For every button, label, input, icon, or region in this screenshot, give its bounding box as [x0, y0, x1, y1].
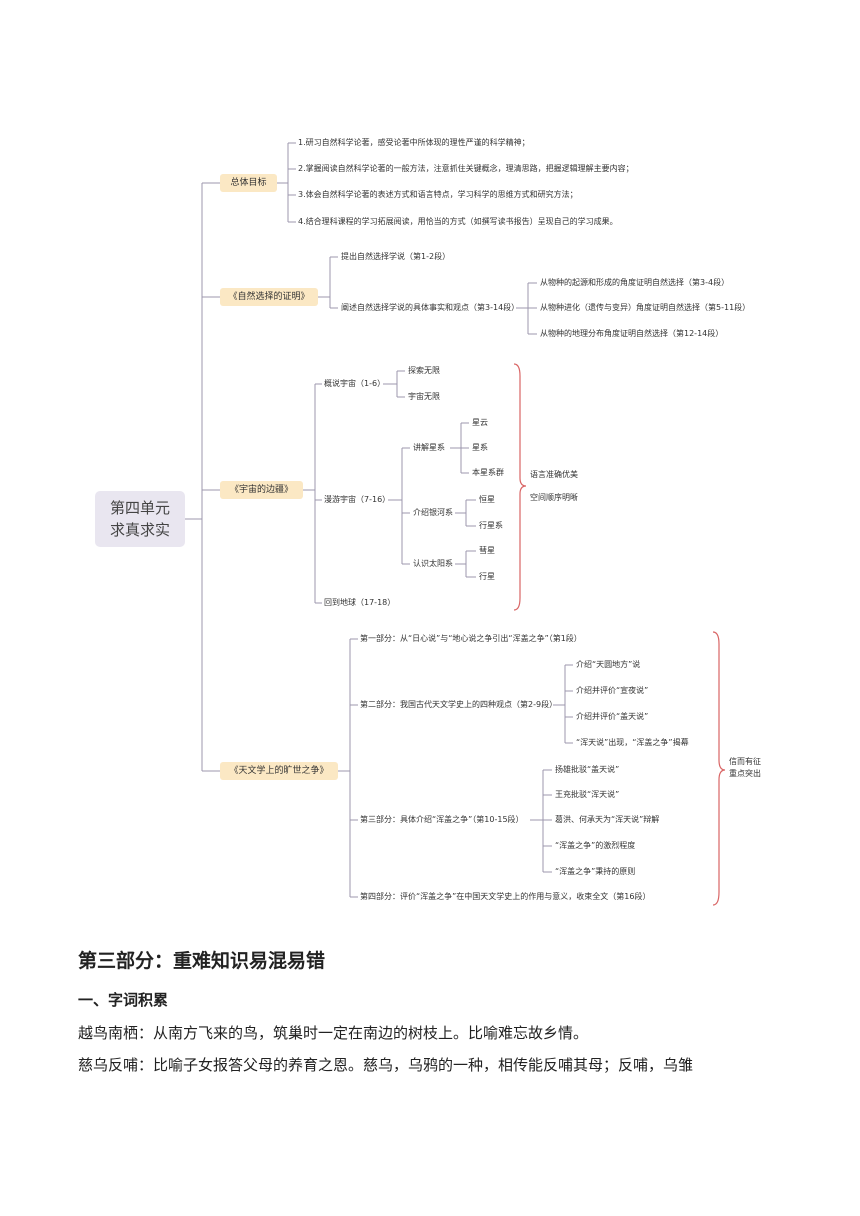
natural-selection-node: 《自然选择的证明》 [220, 288, 318, 306]
goals-node: 总体目标 [220, 174, 277, 192]
natural-b-item: 从物种的起源和形成的角度证明自然选择（第3-4段） [540, 278, 730, 287]
universe-node: 《宇宙的边疆》 [220, 481, 303, 499]
mind-map-braces [513, 363, 726, 906]
universe-g3-item: 彗星 [479, 546, 495, 555]
universe-g1-item: 星云 [472, 418, 488, 427]
astro-s3-item: 扬雄批驳“盖天说” [555, 765, 620, 774]
universe-g2-item: 行星系 [479, 521, 503, 530]
universe-note: 语言准确优美 [530, 470, 578, 479]
goal-item: 3.体会自然科学论著的表述方式和语言特点，学习科学的思维方式和研究方法； [298, 190, 578, 199]
universe-p3: 回到地球（17-18） [324, 598, 396, 607]
astro-brace [712, 631, 726, 906]
root-node: 第四单元 求真求实 [95, 491, 185, 547]
universe-g1-item: 星系 [472, 443, 488, 452]
universe-p1: 概说宇宙（1-6） [324, 379, 386, 388]
universe-p2: 漫游宇宙（7-16） [324, 495, 391, 504]
astro-s3: 第三部分：具体介绍“浑盖之争”（第10-15段） [360, 815, 524, 824]
mind-map: 第四单元 求真求实 总体目标 1.研习自然科学论著，感受论著中所体现的理性严谨的… [95, 138, 761, 906]
astro-s2: 第二部分：我国古代天文学史上的四种观点（第2-9段） [360, 700, 558, 709]
astronomy-node: 《天文学上的旷世之争》 [220, 762, 338, 780]
goal-item: 2.掌握阅读自然科学论著的一般方法，注意抓住关键概念，理清思路，把握逻辑理解主要… [298, 164, 634, 173]
astro-s3-item: “浑盖之争”秉持的原则 [555, 867, 636, 876]
natural-b: 阐述自然选择学说的具体事实和观点（第3-14段） [341, 303, 520, 312]
astro-s3-item: 葛洪、何承天为“浑天说”辩解 [555, 815, 660, 824]
astro-s3-item: “浑盖之争”的激烈程度 [555, 841, 636, 850]
universe-p1-item: 探索无限 [408, 366, 440, 375]
astro-s3-item: 王充批驳“浑天说” [555, 790, 620, 799]
astro-note: 重点突出 [729, 769, 761, 778]
astro-s2-item: 介绍“天圆地方”说 [576, 660, 641, 669]
astro-s2-item: 介绍并评价“盖天说” [576, 712, 649, 721]
universe-g3-item: 行星 [479, 572, 495, 581]
paragraph: 越鸟南栖：从南方飞来的鸟，筑巢时一定在南边的树枝上。比喻难忘故乡情。 [78, 1024, 589, 1042]
natural-a: 提出自然选择学说（第1-2段） [341, 252, 451, 261]
natural-b-item: 从物种进化（遗传与变异）角度证明自然选择（第5-11段） [540, 303, 751, 312]
astro-note: 信而有征 [729, 757, 761, 766]
mind-map-connectors [185, 142, 573, 898]
universe-p1-item: 宇宙无限 [408, 392, 440, 401]
astro-s1: 第一部分：从“日心说”与“地心说之争引出“浑盖之争”（第1段） [360, 634, 582, 643]
paragraph: 慈乌反哺：比喻子女报答父母的养育之恩。慈乌，乌鸦的一种，相传能反哺其母；反哺，乌… [78, 1056, 694, 1074]
astro-s2-item: “浑天说”出现，“浑盖之争”揭幕 [576, 738, 689, 747]
universe-g2-item: 恒星 [479, 495, 495, 504]
universe-g1: 讲解星系 [413, 443, 445, 452]
universe-g2: 介绍银河系 [413, 508, 453, 517]
goal-item: 4.结合理科课程的学习拓展阅读，用恰当的方式（如撰写读书报告）呈现自己的学习成果… [298, 217, 618, 226]
goal-item: 1.研习自然科学论著，感受论著中所体现的理性严谨的科学精神； [298, 138, 530, 147]
natural-b-item: 从物种的地理分布角度证明自然选择（第12-14段） [540, 329, 724, 338]
universe-note: 空间顺序明晰 [530, 493, 578, 502]
subsection-heading: 一、字词积累 [78, 991, 169, 1009]
section-heading: 第三部分：重难知识易混易错 [78, 950, 326, 972]
astro-s4: 第四部分：评价“浑盖之争”在中国天文学史上的作用与意义，收束全文（第16段） [360, 892, 651, 901]
universe-g3: 认识太阳系 [413, 559, 453, 568]
universe-g1-item: 本星系群 [472, 468, 504, 477]
universe-brace [513, 363, 527, 611]
astro-s2-item: 介绍并评价“宣夜说” [576, 686, 649, 695]
